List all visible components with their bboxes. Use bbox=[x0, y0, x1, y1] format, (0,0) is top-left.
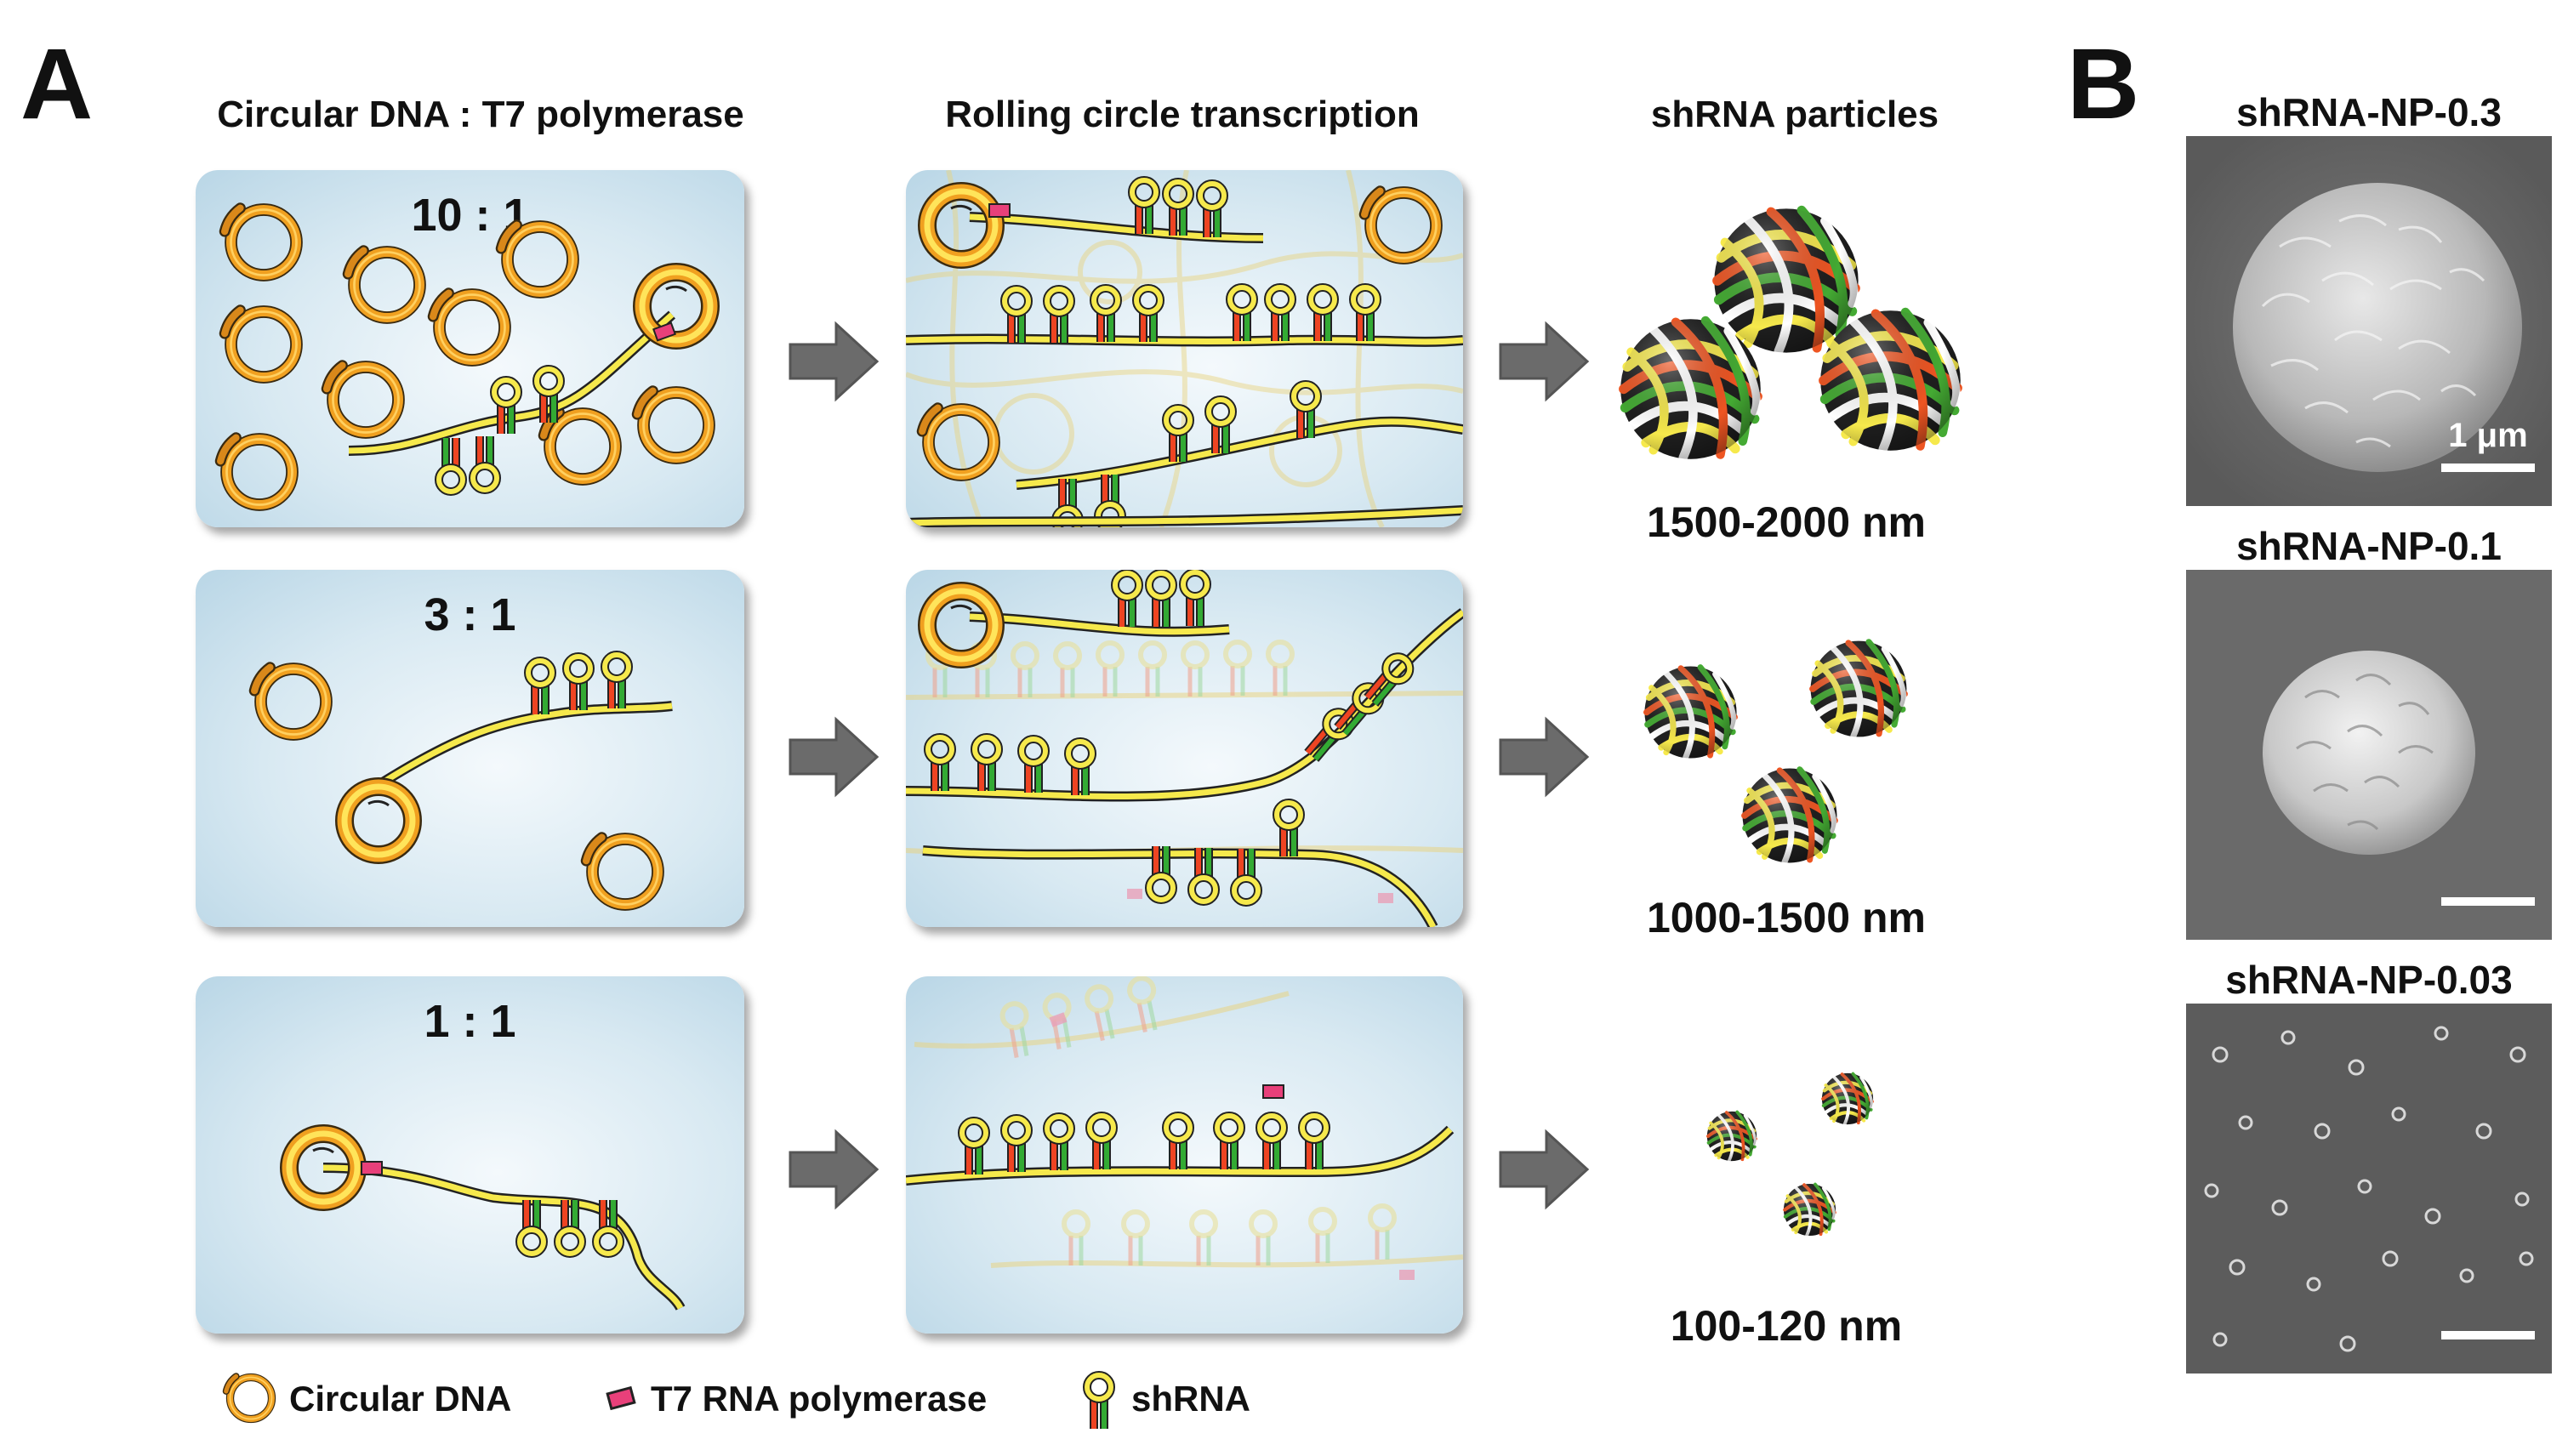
rct-box-row1 bbox=[906, 170, 1463, 527]
sem-image-1: 1 μm bbox=[2186, 136, 2552, 506]
arrow-row1-b bbox=[1497, 319, 1591, 404]
particle-medium-3 bbox=[1743, 769, 1837, 863]
sem-title-3: shRNA-NP-0.03 bbox=[2225, 958, 2513, 1002]
ratio-box-row2: 3 : 1 bbox=[196, 570, 744, 927]
column-heading-rct: Rolling circle transcription bbox=[945, 94, 1420, 135]
rct-box-row3 bbox=[906, 976, 1463, 1334]
arrow-row1-a bbox=[787, 319, 880, 404]
circular-dna-scene-row1 bbox=[196, 170, 744, 527]
legend: Circular DNA T7 RNA polymerase shRNA bbox=[221, 1365, 1327, 1433]
legend-label-circular-dna: Circular DNA bbox=[289, 1379, 512, 1419]
legend-label-shrna: shRNA bbox=[1131, 1379, 1251, 1419]
particle-large-2 bbox=[1620, 319, 1761, 459]
ratio-box-row1: 10 : 1 bbox=[196, 170, 744, 527]
arrow-row2-a bbox=[787, 714, 880, 799]
arrow-row3-b bbox=[1497, 1127, 1591, 1212]
sem-image-3 bbox=[2186, 1004, 2552, 1374]
circular-dna-icon bbox=[221, 1368, 281, 1428]
particle-large-1 bbox=[1714, 208, 1858, 352]
rct-scene-row1 bbox=[906, 170, 1463, 527]
panel-b-letter: B bbox=[2067, 28, 2140, 140]
particle-small-3 bbox=[1784, 1184, 1836, 1236]
size-label-row2: 1000-1500 nm bbox=[1646, 894, 1926, 941]
column-heading-particles: shRNA particles bbox=[1650, 94, 1939, 135]
ratio-box-row3: 1 : 1 bbox=[196, 976, 744, 1334]
particle-small-2 bbox=[1822, 1073, 1873, 1124]
rct-scene-row3 bbox=[906, 976, 1463, 1280]
particle-medium-2 bbox=[1811, 641, 1907, 737]
arrow-row3-a bbox=[787, 1127, 880, 1212]
column-heading-ratio: Circular DNA : T7 polymerase bbox=[217, 94, 744, 135]
polymerase-icon bbox=[606, 1385, 636, 1411]
ratio-label-row2: 3 : 1 bbox=[424, 589, 516, 640]
circular-dna-scene-row3 bbox=[196, 976, 686, 1311]
arrow-row2-b bbox=[1497, 714, 1591, 799]
rct-box-row2 bbox=[906, 570, 1463, 927]
particle-medium-1 bbox=[1644, 666, 1736, 758]
sem-title-1: shRNA-NP-0.3 bbox=[2236, 90, 2502, 134]
sem-title-2: shRNA-NP-0.1 bbox=[2236, 524, 2502, 568]
rct-scene-row2 bbox=[906, 570, 1463, 927]
panel-a-letter: A bbox=[20, 28, 94, 140]
ratio-label-row3: 1 : 1 bbox=[424, 996, 516, 1047]
scale-bar-label-1: 1 μm bbox=[2448, 417, 2528, 454]
particles-row2 bbox=[1633, 621, 1939, 867]
particles-row1 bbox=[1599, 204, 1973, 485]
sem-image-2 bbox=[2186, 570, 2552, 940]
circular-dna-scene-row2 bbox=[196, 570, 673, 927]
size-label-row1: 1500-2000 nm bbox=[1646, 498, 1926, 546]
particles-row3 bbox=[1693, 1055, 1897, 1250]
particle-small-1 bbox=[1707, 1112, 1757, 1161]
shrna-hairpin-icon bbox=[1080, 1365, 1118, 1433]
legend-label-polymerase: T7 RNA polymerase bbox=[651, 1379, 988, 1419]
particle-large-3 bbox=[1820, 310, 1961, 451]
size-label-row3: 100-120 nm bbox=[1670, 1302, 1903, 1350]
